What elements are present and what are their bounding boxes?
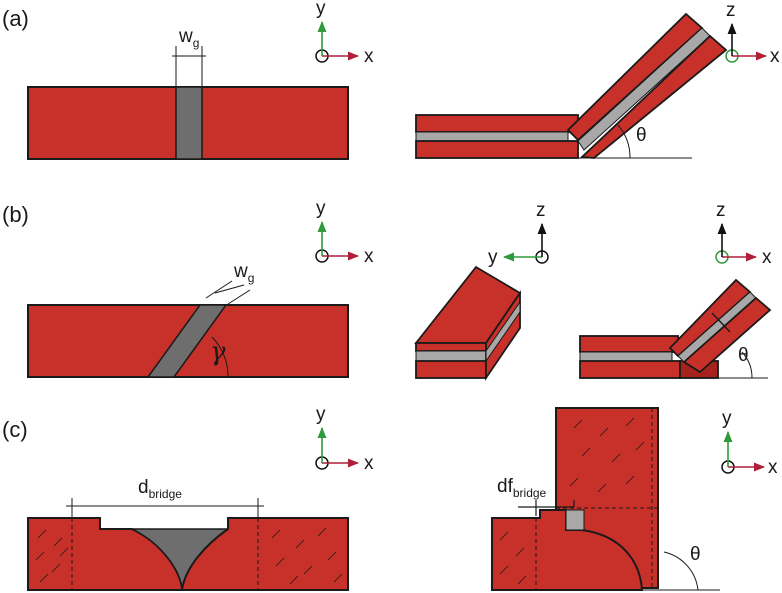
axis-x-label: x bbox=[768, 457, 778, 478]
axis-x-label: x bbox=[762, 247, 772, 268]
axis-triad-b-xy: x y bbox=[315, 198, 374, 267]
axis-triad-b-yz: y z bbox=[488, 200, 549, 268]
panel-a-flat-strip: wg bbox=[27, 26, 349, 160]
theta-label-a: θ bbox=[636, 125, 647, 146]
axis-triad-a-xy: x y bbox=[315, 0, 374, 67]
panel-label-c: (c) bbox=[2, 417, 28, 442]
axis-triad-c-xy-left: x y bbox=[315, 404, 374, 474]
panel-b-flat-strip: wg γ bbox=[27, 261, 349, 378]
bridge-fold-distance-label: dfbridge bbox=[497, 476, 547, 500]
axis-triad-a-xz: x z bbox=[725, 0, 780, 67]
panel-b-folded-side-view bbox=[414, 265, 522, 381]
axis-y-label: y bbox=[722, 408, 732, 429]
gap-width-label-b: wg bbox=[233, 261, 254, 285]
axis-y-label: y bbox=[316, 198, 326, 219]
axis-y-label: y bbox=[316, 404, 326, 425]
axis-z-label: z bbox=[726, 0, 736, 21]
axis-triad-b-xz: x z bbox=[715, 200, 772, 268]
gamma-label: γ bbox=[210, 337, 226, 367]
panel-c-folded-bridge: dfbridge θ bbox=[491, 407, 720, 591]
panel-a-folded-strip: θ bbox=[415, 12, 728, 159]
axis-triad-c-xy-right: x y bbox=[721, 408, 778, 478]
panel-label-b: (b) bbox=[2, 202, 29, 227]
axis-y-label: y bbox=[488, 247, 498, 268]
panel-b-folded-strip: θ bbox=[579, 278, 772, 379]
theta-label-b: θ bbox=[738, 345, 749, 366]
gap-width-label-a: wg bbox=[178, 26, 199, 50]
panel-label-a: (a) bbox=[2, 6, 29, 31]
axis-x-label: x bbox=[770, 46, 780, 67]
axis-z-label: z bbox=[536, 200, 546, 221]
bridge-distance-label: dbridge bbox=[138, 477, 182, 501]
axis-x-label: x bbox=[364, 453, 374, 474]
axis-x-label: x bbox=[364, 46, 374, 67]
axis-x-label: x bbox=[364, 246, 374, 267]
axis-y-label: y bbox=[316, 0, 326, 19]
axis-z-label: z bbox=[716, 200, 726, 221]
theta-label-c: θ bbox=[690, 544, 701, 565]
panel-c-bridge-strip: dbridge bbox=[27, 477, 349, 591]
